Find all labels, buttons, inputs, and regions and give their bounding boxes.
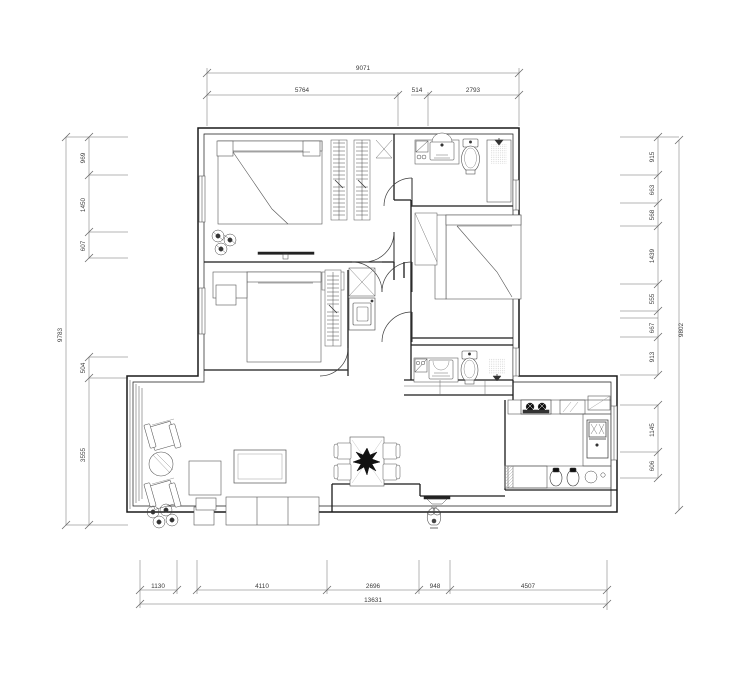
dim-left-seg-5: 3555 (80, 447, 87, 462)
wardrobe-second (414, 212, 438, 266)
double-bed-second (434, 214, 522, 300)
dim-right-seg-1: 915 (649, 151, 656, 162)
balcony-glazing (129, 380, 143, 509)
entry-shoe-cabinet (423, 495, 451, 505)
guest-bathroom (413, 350, 505, 385)
wardrobe-third-hangers (327, 272, 339, 346)
dim-bottom-seg-3: 2696 (366, 583, 381, 590)
dim-left-seg-3: 607 (80, 240, 87, 251)
dim-bottom-overall: 13631 (364, 597, 382, 604)
dim-left-seg-2: 1450 (80, 197, 87, 212)
second-bedroom (414, 212, 522, 300)
kitchen-wall-cabinet (559, 399, 586, 415)
tv-console-master (257, 251, 315, 260)
dim-bottom-seg-1: 1130 (151, 583, 165, 590)
dim-bottom-seg-2: 4110 (255, 583, 269, 590)
kitchen (504, 395, 612, 489)
dimension-group-right (620, 132, 684, 515)
dim-right-seg-4: 1439 (649, 248, 656, 263)
kitchen-corner-window (587, 395, 611, 411)
living-room (143, 418, 320, 529)
dim-bottom-seg-5: 4507 (521, 583, 536, 590)
refrigerator (586, 419, 609, 459)
double-bed-master (216, 140, 323, 225)
dimension-group-left (61, 132, 128, 530)
third-bedroom (212, 267, 376, 363)
dim-right-seg-2: 663 (649, 184, 656, 195)
toilet-upper (461, 138, 480, 175)
armchair-one (143, 418, 182, 451)
side-table (188, 460, 222, 496)
entry-area (423, 495, 451, 529)
storage-cabinet (348, 267, 376, 297)
double-bed-third (212, 271, 322, 363)
dim-right-seg-6: 667 (649, 322, 656, 333)
dim-right-overall: 9802 (678, 322, 685, 337)
toilet-lower (460, 350, 479, 385)
entry-plant (426, 506, 442, 529)
dim-left-seg-4: 504 (80, 362, 87, 373)
master-bathroom (414, 132, 512, 203)
dim-left-seg-1: 969 (80, 152, 87, 163)
wardrobe-master-hangers (333, 140, 368, 220)
closet-shelf-master (375, 139, 393, 159)
dining-area (333, 436, 401, 487)
corridor-detail (203, 376, 513, 395)
sofa-three-seat (225, 496, 320, 526)
dimension-group-top (202, 68, 524, 126)
kitchen-appliance-counter (584, 470, 606, 484)
cooktop (520, 399, 552, 415)
table-centerpiece (352, 447, 381, 476)
dim-top-overall: 9071 (356, 65, 371, 72)
round-table (148, 451, 174, 477)
sink-vanity-upper (414, 132, 460, 165)
dim-right-seg-7: 913 (649, 351, 656, 362)
shower-lower (489, 358, 505, 382)
dim-bottom-seg-4: 948 (430, 583, 441, 590)
door-group (319, 177, 413, 377)
dim-right-seg-8: 1145 (649, 423, 656, 437)
dim-right-seg-9: 606 (649, 460, 656, 471)
dim-top-seg-1: 5764 (295, 87, 310, 94)
plant-master (211, 229, 237, 256)
utility-counter (504, 465, 548, 489)
kitchen-sink (549, 467, 580, 487)
dim-right-seg-3: 568 (649, 209, 656, 220)
dim-right-seg-5: 555 (649, 293, 656, 304)
master-bedroom (211, 139, 393, 260)
plant-living (146, 503, 179, 529)
dim-left-overall: 9783 (57, 327, 64, 342)
dimension-group-bottom (135, 560, 612, 610)
coffee-table (233, 449, 287, 484)
shower-upper (486, 138, 512, 203)
dim-top-seg-2: 514 (412, 87, 423, 94)
sink-vanity-lower (413, 357, 459, 383)
dining-chairs (333, 442, 401, 481)
tv-cabinet (195, 497, 217, 511)
washing-machine (348, 297, 376, 331)
dim-top-seg-3: 2793 (466, 87, 481, 94)
armchair-two (143, 477, 182, 510)
